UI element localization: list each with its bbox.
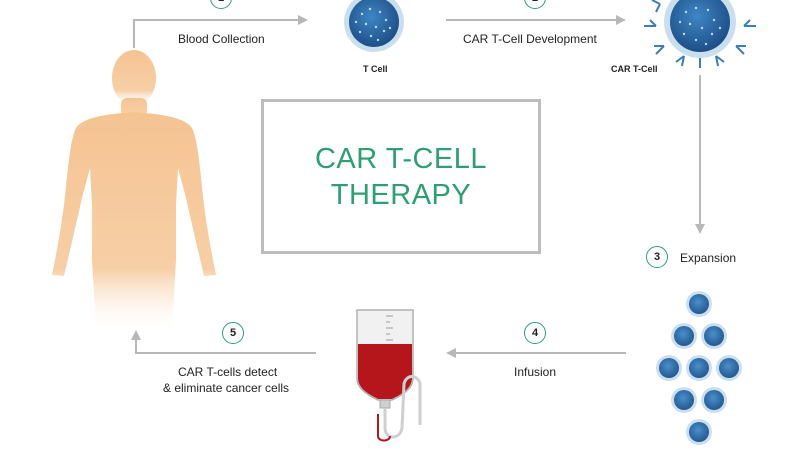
step-5-label-line2: & eliminate cancer cells [163, 381, 290, 395]
step-3-badge: 3 [646, 246, 668, 268]
expanded-cell [686, 291, 712, 317]
iv-bag-icon [356, 309, 422, 442]
expanded-cell [686, 419, 712, 445]
step-2-label: CAR T-Cell Development [463, 32, 597, 46]
car-t-cell-icon [644, 0, 756, 68]
step-4-badge: 4 [524, 322, 546, 344]
expanded-cell [686, 355, 712, 381]
expanded-cell [671, 323, 697, 349]
title-line-2: THERAPY [330, 178, 472, 211]
car-t-cell-label: CAR T-Cell [611, 64, 658, 74]
t-cell-icon [344, 0, 404, 52]
title-line-1: CAR T-CELL [314, 142, 488, 175]
step-1-label: Blood Collection [178, 32, 265, 46]
expanded-cell [716, 355, 742, 381]
step-4-label: Infusion [514, 365, 557, 379]
expanded-cells-cluster [656, 291, 742, 445]
arrow-blood-collection [133, 15, 308, 48]
human-body-silhouette [52, 50, 216, 330]
step-3-label: Expansion [680, 251, 737, 265]
expanded-cell [671, 387, 697, 413]
expanded-cell [701, 323, 727, 349]
t-cell-label: T Cell [363, 64, 388, 74]
arrow-detect-eliminate [131, 330, 316, 354]
title-box: CAR T-CELL THERAPY [261, 99, 541, 254]
expanded-cell [656, 355, 682, 381]
expanded-cell [701, 387, 727, 413]
step-5-badge: 5 [222, 322, 244, 344]
step-5-label-line1: CAR T-cells detect [178, 365, 278, 379]
